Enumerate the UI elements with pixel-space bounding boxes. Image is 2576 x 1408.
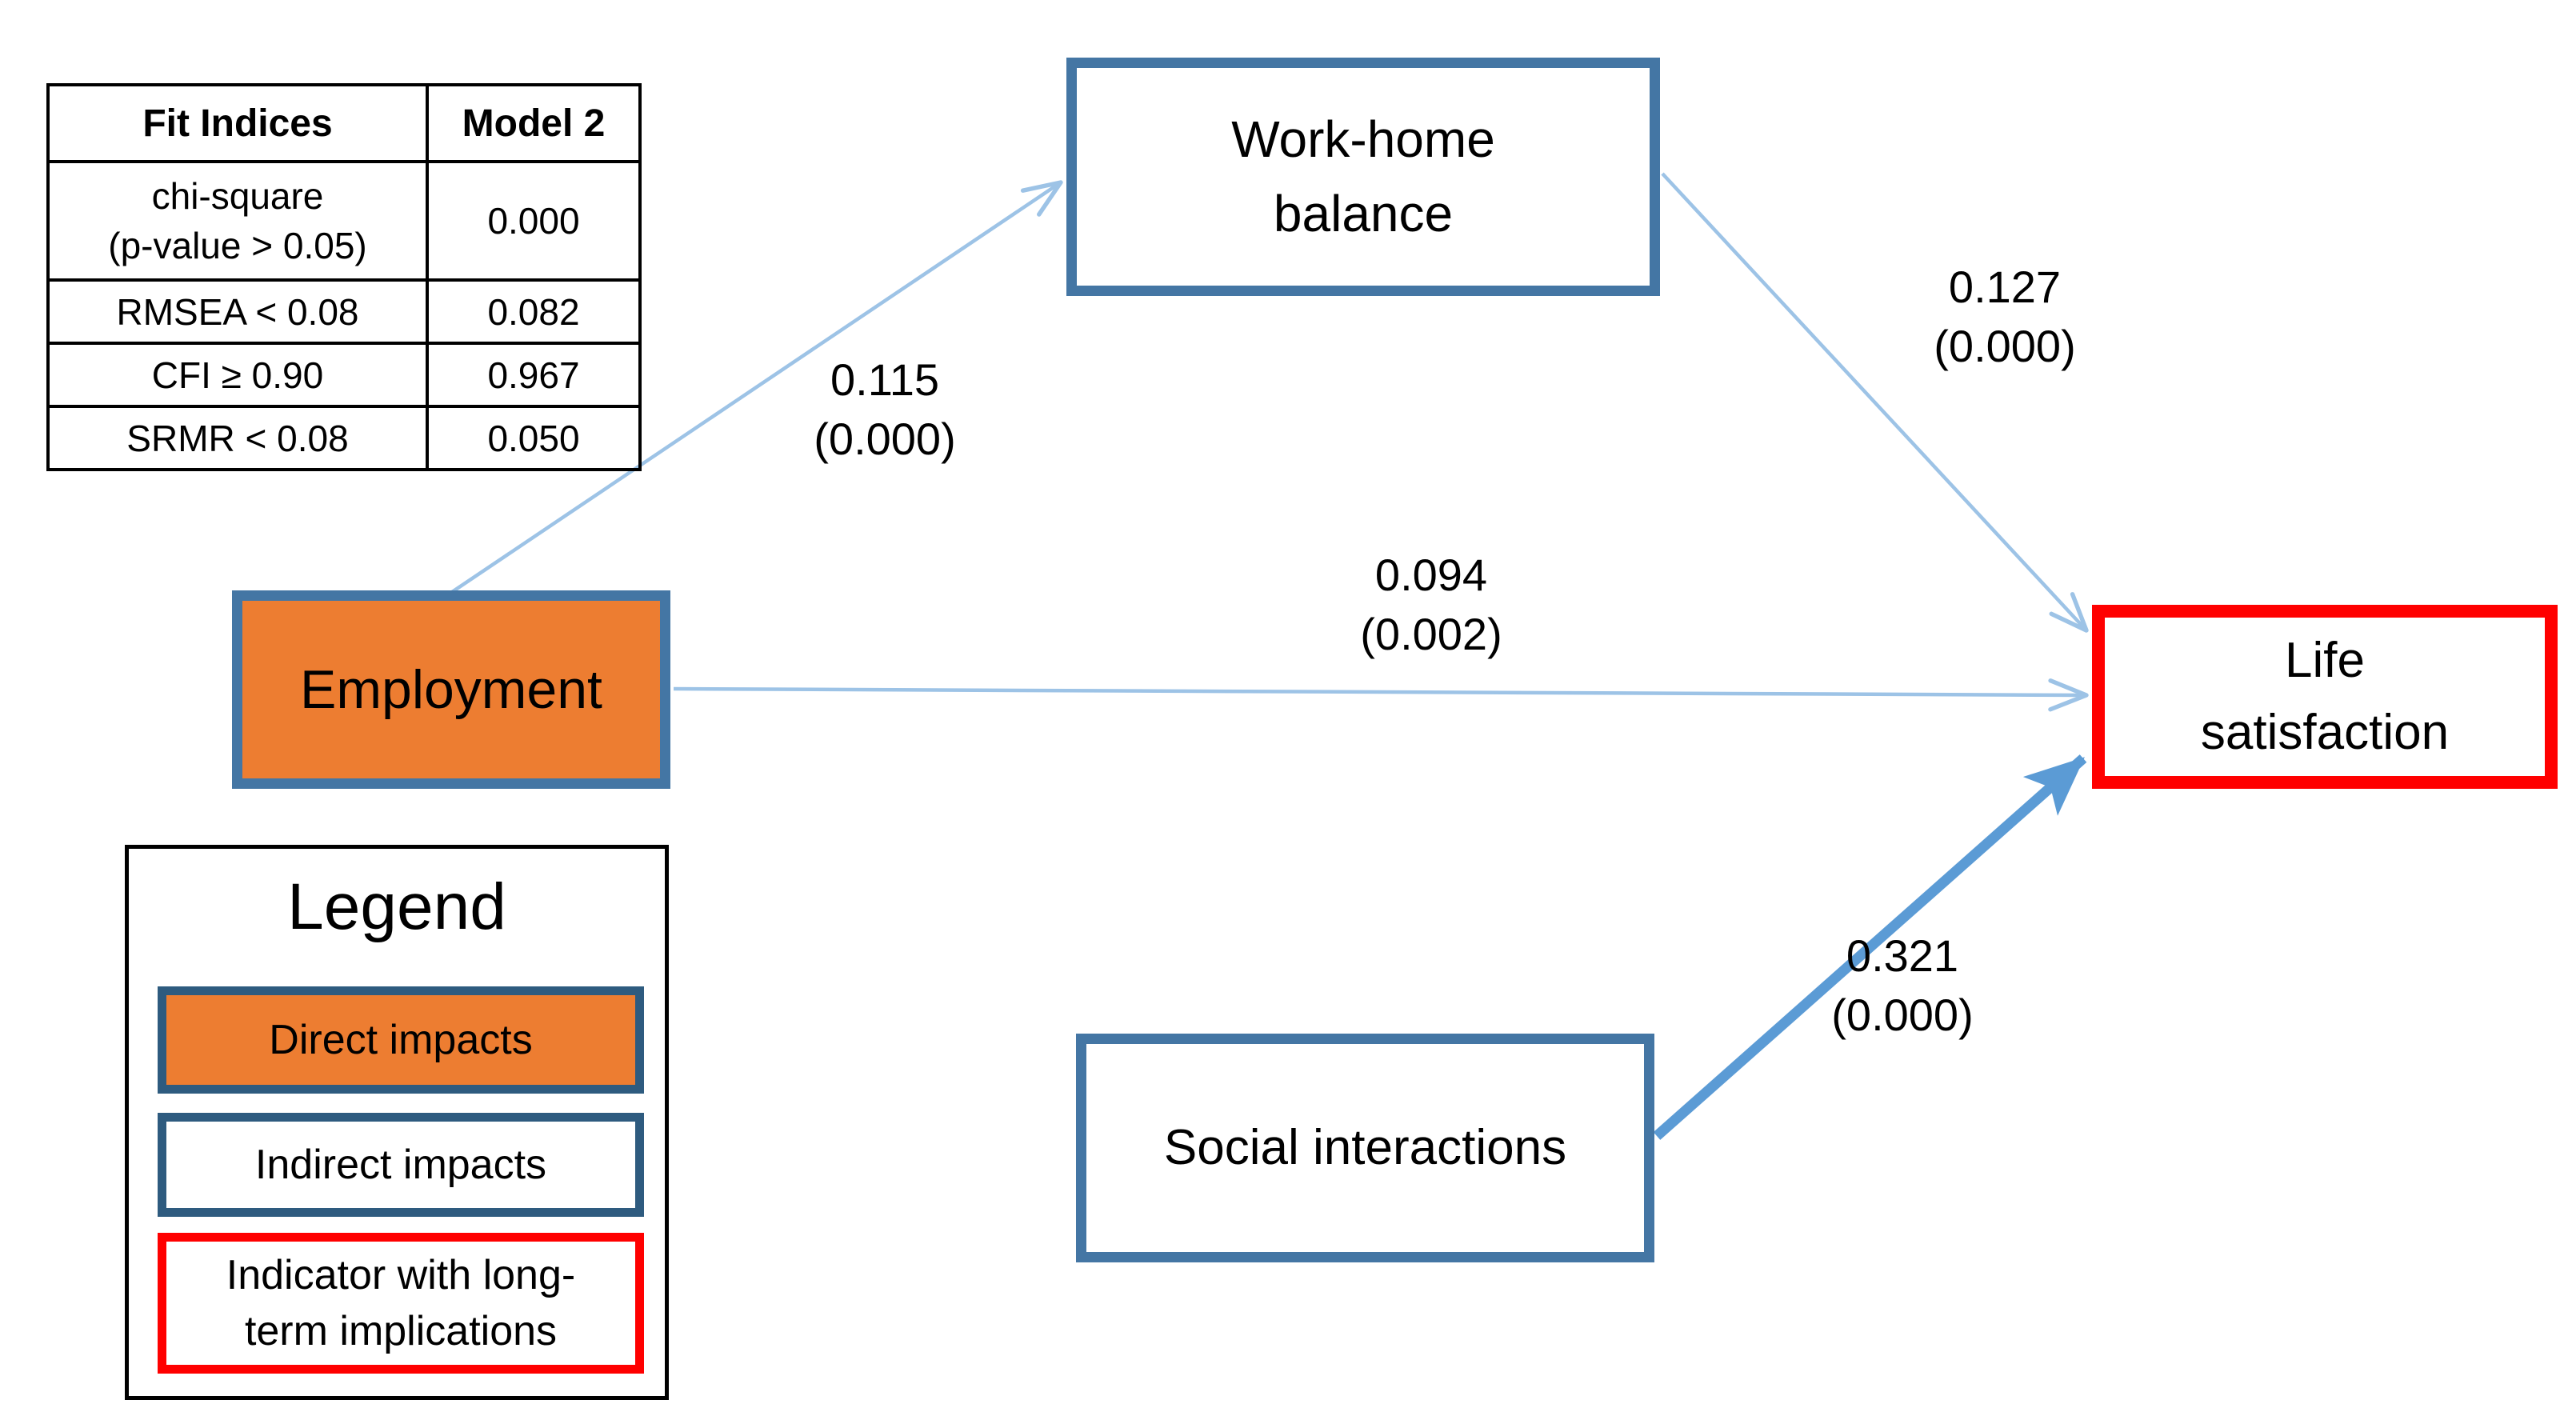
fit-value-cfi: 0.967 [426,342,642,408]
legend-item-indicator-long-term-label: Indicator with long- term implications [226,1251,576,1354]
path-label-employment-to-work-home-balance: 0.115 (0.000) [757,350,1013,469]
coefficient-value: 0.094 [1374,550,1488,600]
p-value: (0.000) [1934,320,2076,371]
p-value: (0.000) [1831,989,1974,1040]
legend-item-direct-impacts: Direct impacts [158,986,644,1094]
node-life-satisfaction: Life satisfaction [2092,605,2558,789]
arrow-employment-to-life-satisfaction [673,678,2089,712]
fit-indices-table: Fit Indices Model 2 chi-square (p-value … [46,83,642,471]
legend-item-direct-impacts-label: Direct impacts [269,1016,533,1063]
arrow-social-interactions-to-life-satisfaction [1653,754,2087,1140]
p-value: (0.000) [814,413,956,464]
path-label-work-home-balance-to-life-satisfaction: 0.127 (0.000) [1877,258,2133,376]
node-life-satisfaction-label: Life satisfaction [2200,633,2450,760]
arrow-work-home-balance-to-life-satisfaction [1661,172,2089,633]
coefficient-value: 0.115 [830,354,939,405]
fit-value-rmsea: 0.082 [426,278,642,345]
node-employment: Employment [232,590,670,789]
arrow-employment-to-work-home-balance [450,180,1063,594]
table-row: RMSEA < 0.08 0.082 [46,278,642,345]
legend-box: Legend Direct impacts Indirect impacts I… [125,845,669,1400]
legend-item-indirect-impacts-label: Indirect impacts [254,1141,547,1188]
path-label-social-interactions-to-life-satisfaction: 0.321 (0.000) [1774,926,2030,1045]
fit-table-header-model: Model 2 [426,83,642,163]
fit-value-chi-square: 0.000 [426,160,642,282]
table-row: SRMR < 0.08 0.050 [46,405,642,471]
fit-metric-srmr: SRMR < 0.08 [46,405,429,471]
fit-metric-cfi: CFI ≥ 0.90 [46,342,429,408]
legend-item-indicator-long-term: Indicator with long- term implications [158,1233,644,1374]
path-label-employment-to-life-satisfaction: 0.094 (0.002) [1303,546,1559,664]
node-work-home-balance: Work-home balance [1066,58,1660,296]
fit-value-srmr: 0.050 [426,405,642,471]
legend-title: Legend [287,870,506,943]
table-row: chi-square (p-value > 0.05) 0.000 [46,160,642,282]
fit-metric-rmsea: RMSEA < 0.08 [46,278,429,345]
coefficient-value: 0.321 [1846,930,1959,981]
fit-table-header-metric: Fit Indices [46,83,429,163]
coefficient-value: 0.127 [1948,262,2062,312]
table-row: CFI ≥ 0.90 0.967 [46,342,642,408]
node-social-interactions: Social interactions [1076,1034,1654,1262]
legend-item-indirect-impacts: Indirect impacts [158,1113,644,1217]
fit-table-header-row: Fit Indices Model 2 [46,83,642,163]
node-work-home-balance-label: Work-home balance [1231,110,1495,242]
node-employment-label: Employment [300,658,602,720]
node-social-interactions-label: Social interactions [1163,1120,1567,1176]
p-value: (0.002) [1360,608,1502,659]
fit-metric-chi-square: chi-square (p-value > 0.05) [46,160,429,282]
